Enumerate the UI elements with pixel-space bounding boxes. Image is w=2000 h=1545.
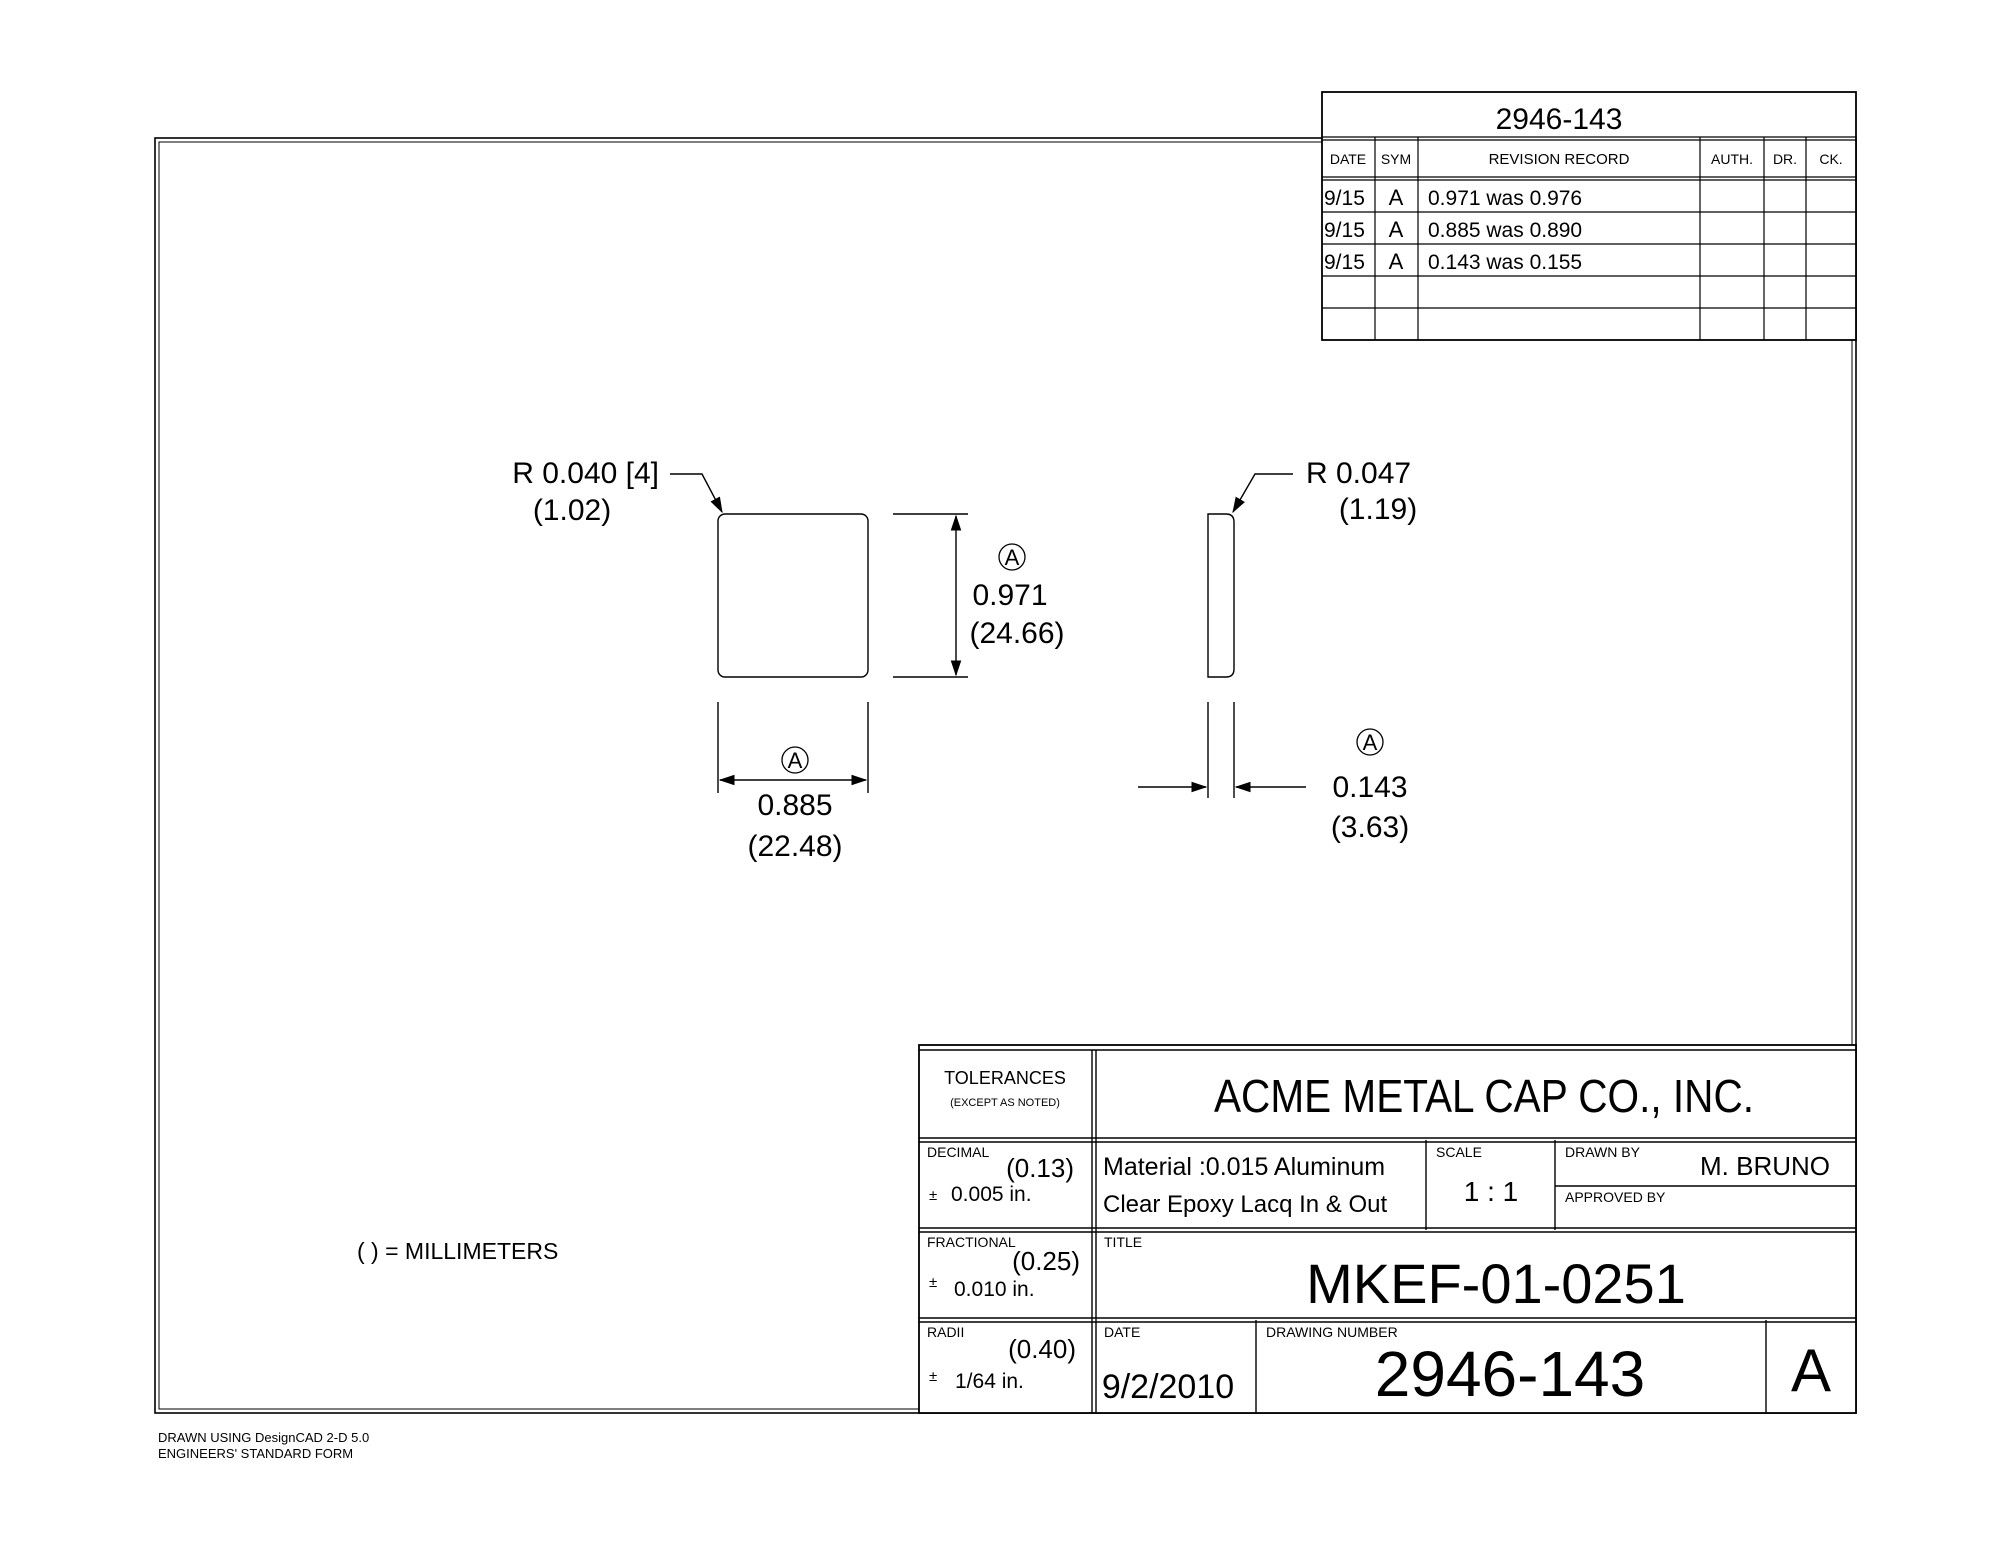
fractional-plus-minus: ± — [929, 1274, 937, 1291]
rev-row-sym: A — [1389, 185, 1404, 210]
thickness-symbol: A — [1363, 730, 1378, 755]
rev-row-date: 9/15 — [1324, 251, 1365, 274]
drawing-title: MKEF-01-0251 — [1306, 1252, 1686, 1315]
width-symbol: A — [788, 748, 803, 773]
rev-row-sym: A — [1389, 217, 1404, 242]
height-label: 0.971 — [972, 579, 1047, 612]
revision-letter: A — [1791, 1337, 1831, 1404]
drawing-number-label: DRAWING NUMBER — [1266, 1324, 1398, 1340]
width-mm-label: (22.48) — [747, 830, 842, 863]
radii-mm: (0.40) — [1008, 1334, 1076, 1364]
side-radius-label: R 0.047 — [1306, 457, 1411, 490]
thickness-label: 0.143 — [1332, 771, 1407, 804]
fractional-label: FRACTIONAL — [927, 1234, 1016, 1250]
fractional-mm: (0.25) — [1012, 1246, 1080, 1276]
rev-row-date: 9/15 — [1324, 219, 1365, 242]
thickness-symbol-circle — [1356, 728, 1384, 756]
radii-value: 1/64 in. — [955, 1370, 1024, 1393]
rev-header-sym: SYM — [1381, 151, 1411, 167]
radii-label: RADII — [927, 1324, 964, 1340]
width-symbol-circle — [781, 746, 809, 774]
title-label: TITLE — [1104, 1234, 1142, 1250]
approved-by-label: APPROVED BY — [1565, 1189, 1666, 1205]
rev-header-auth: AUTH. — [1711, 151, 1753, 167]
tolerances-label: TOLERANCES — [944, 1068, 1066, 1088]
width-label: 0.885 — [757, 789, 832, 822]
rev-row-sym: A — [1389, 249, 1404, 274]
material-line-1: Material :0.015 Aluminum — [1103, 1153, 1385, 1181]
drawn-by-value: M. BRUNO — [1700, 1151, 1830, 1181]
except-as-noted-label: (EXCEPT AS NOTED) — [950, 1097, 1060, 1109]
height-dimension — [893, 513, 968, 678]
rev-header-dr: DR. — [1773, 151, 1797, 167]
rev-row-date: 9/15 — [1324, 187, 1365, 210]
decimal-label: DECIMAL — [927, 1144, 989, 1160]
rev-header-ck: CK. — [1819, 151, 1842, 167]
fractional-value: 0.010 in. — [954, 1278, 1035, 1301]
corner-radius-mm-label: (1.02) — [533, 494, 611, 527]
rev-header-record: REVISION RECORD — [1489, 151, 1630, 168]
scale-label: SCALE — [1436, 1144, 1482, 1160]
drawing-number-value: 2946-143 — [1375, 1338, 1645, 1410]
decimal-mm: (0.13) — [1006, 1153, 1074, 1183]
rev-row-record: 0.143 was 0.155 — [1428, 251, 1582, 274]
corner-radius-label: R 0.040 [4] — [512, 457, 659, 490]
footer-line-2: ENGINEERS' STANDARD FORM — [158, 1446, 353, 1461]
rev-header-date: DATE — [1330, 151, 1366, 167]
company-name: ACME METAL CAP CO., INC. — [1214, 1070, 1754, 1122]
title-block: TOLERANCES (EXCEPT AS NOTED) ACME METAL … — [918, 1044, 1857, 1414]
height-mm-label: (24.66) — [969, 617, 1064, 650]
decimal-value: 0.005 in. — [951, 1183, 1032, 1206]
material-line-2: Clear Epoxy Lacq In & Out — [1103, 1191, 1387, 1218]
decimal-plus-minus: ± — [929, 1187, 937, 1204]
thickness-mm-label: (3.63) — [1331, 811, 1409, 844]
corner-radius-leader — [670, 473, 723, 514]
rev-row-record: 0.885 was 0.890 — [1428, 219, 1582, 242]
height-symbol: A — [1005, 545, 1020, 570]
radii-plus-minus: ± — [929, 1368, 937, 1385]
part-side-outline — [1207, 513, 1235, 678]
height-symbol-circle — [998, 543, 1026, 571]
footer-line-1: DRAWN USING DesignCAD 2-D 5.0 — [158, 1430, 369, 1445]
revision-block: 2946-143 DATE SYM REVISION RECORD AUTH. … — [1321, 91, 1857, 341]
drawn-by-label: DRAWN BY — [1565, 1144, 1641, 1160]
width-dimension — [717, 702, 869, 793]
side-view: R 0.047 (1.19) A 0.143 (3.63) — [1138, 457, 1417, 844]
front-view: R 0.040 [4] (1.02) A 0.971 (24.66) A 0.8… — [512, 457, 1064, 863]
side-radius-leader — [1232, 473, 1293, 514]
date-label: DATE — [1104, 1324, 1140, 1340]
scale-value: 1 : 1 — [1464, 1176, 1518, 1207]
units-note: ( ) = MILLIMETERS — [357, 1238, 558, 1264]
thickness-dimension — [1138, 702, 1306, 798]
part-front-outline — [717, 513, 869, 678]
date-value: 9/2/2010 — [1102, 1368, 1234, 1406]
revision-drawing-number: 2946-143 — [1496, 103, 1623, 136]
rev-row-record: 0.971 was 0.976 — [1428, 187, 1582, 210]
side-radius-mm-label: (1.19) — [1339, 493, 1417, 526]
